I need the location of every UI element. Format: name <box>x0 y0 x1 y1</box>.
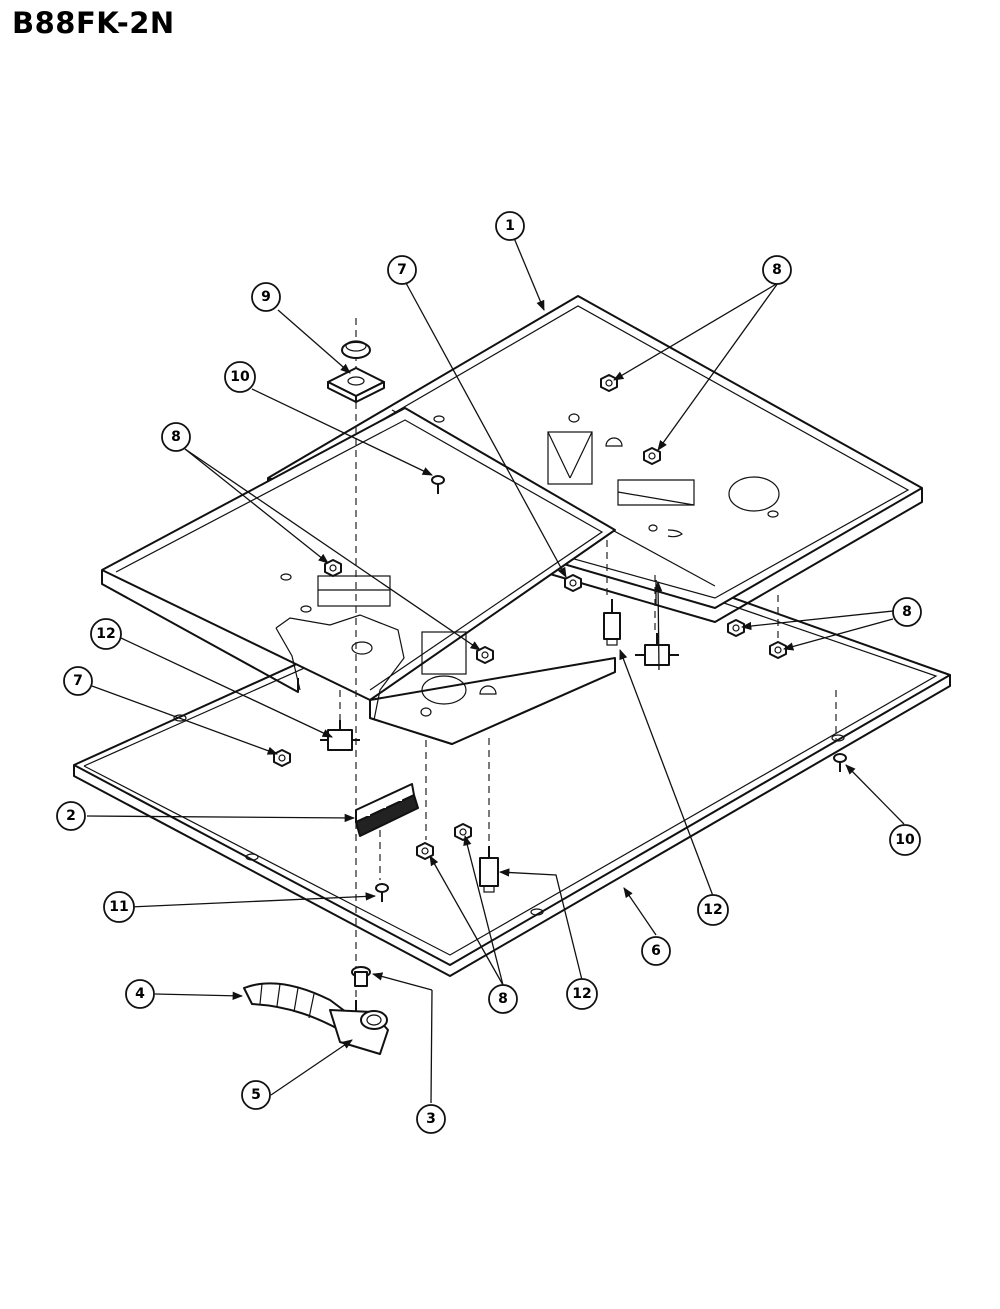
svg-text:8: 8 <box>772 262 782 278</box>
svg-text:8: 8 <box>171 429 181 445</box>
svg-text:2: 2 <box>66 808 76 824</box>
callout-12: 12 <box>566 978 598 1010</box>
svg-text:5: 5 <box>251 1087 261 1103</box>
svg-text:10: 10 <box>230 369 250 385</box>
svg-text:12: 12 <box>572 986 591 1002</box>
callout-6: 6 <box>641 936 671 966</box>
diagram-title: B88FK-2N <box>12 6 175 40</box>
drain-hose-and-elbow <box>243 982 389 1055</box>
callout-3: 3 <box>416 1104 446 1134</box>
screws <box>375 475 847 902</box>
callout-11: 11 <box>103 891 135 923</box>
svg-text:10: 10 <box>895 832 915 848</box>
callout-12: 12 <box>90 618 122 650</box>
svg-text:7: 7 <box>73 673 83 689</box>
callout-2: 2 <box>56 801 86 831</box>
svg-text:12: 12 <box>96 626 115 642</box>
svg-text:8: 8 <box>902 604 912 620</box>
leader-lines <box>86 237 905 1104</box>
callout-7: 7 <box>63 666 93 696</box>
svg-text:6: 6 <box>651 943 661 959</box>
lower-left-tray <box>101 407 616 745</box>
svg-text:4: 4 <box>135 986 145 1002</box>
svg-text:8: 8 <box>498 991 508 1007</box>
callout-10: 10 <box>889 824 921 856</box>
svg-text:1: 1 <box>505 218 515 234</box>
svg-text:12: 12 <box>703 902 722 918</box>
svg-text:3: 3 <box>426 1111 436 1127</box>
callout-7: 7 <box>387 255 417 285</box>
svg-text:11: 11 <box>109 899 128 915</box>
callout-12: 12 <box>697 894 729 926</box>
svg-text:7: 7 <box>397 262 407 278</box>
hex-nuts <box>273 374 787 860</box>
drain-fitting <box>351 966 371 987</box>
callout-8: 8 <box>161 422 191 452</box>
vent-cap-and-plate <box>327 340 385 403</box>
callout-1: 1 <box>495 211 525 241</box>
svg-text:9: 9 <box>261 289 271 305</box>
callout-8: 8 <box>892 597 922 627</box>
terminal-block <box>355 783 419 837</box>
callout-5: 5 <box>241 1080 271 1110</box>
valves <box>320 599 679 893</box>
callout-8: 8 <box>488 984 518 1014</box>
callout-9: 9 <box>251 282 281 312</box>
callout-8: 8 <box>762 255 792 285</box>
callout-4: 4 <box>125 979 155 1009</box>
callout-10: 10 <box>224 361 256 393</box>
